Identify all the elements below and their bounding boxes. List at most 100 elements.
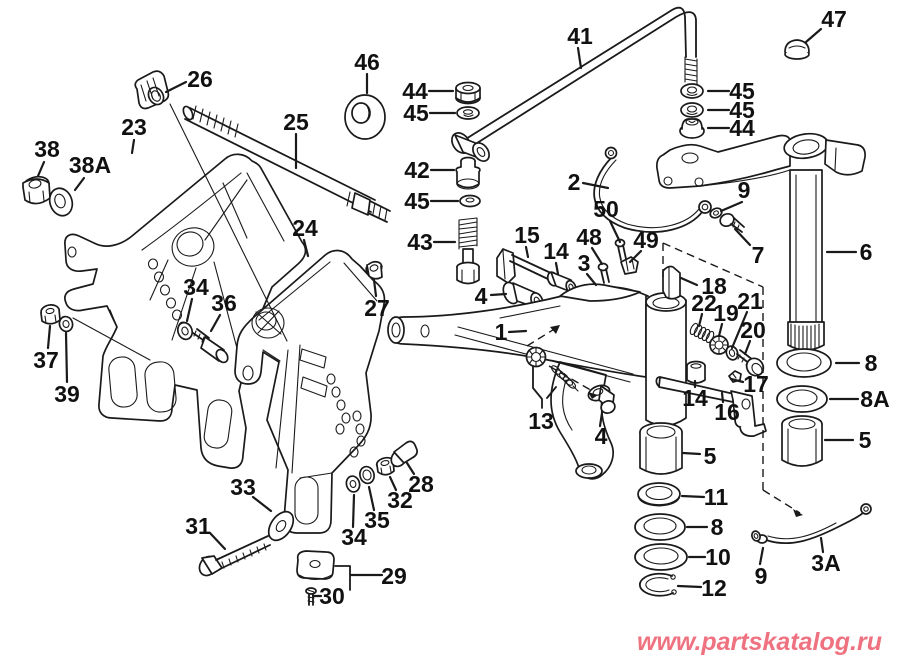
part-19-detent: [709, 335, 729, 355]
callout-36: 36: [211, 290, 237, 316]
leader-line-1: [507, 329, 528, 334]
leader-line-37: [46, 324, 52, 350]
leader-line-9: [719, 200, 744, 213]
callout-47: 47: [821, 6, 847, 32]
callout-9: 9: [755, 563, 768, 589]
callout-44: 44: [729, 115, 755, 141]
callout-38: 38: [34, 136, 60, 162]
part-8-washer-center: [634, 513, 686, 541]
leader-line-34: [185, 297, 194, 323]
watermark: www.partskatalog.ru: [637, 628, 882, 656]
part-36-stud: [192, 328, 229, 364]
callout-4: 4: [475, 283, 488, 309]
leader-line-3: [585, 272, 598, 287]
callout-45: 45: [729, 97, 755, 123]
leader-line-50: [608, 219, 622, 244]
callout-8: 8: [865, 350, 878, 376]
part-28-cap: [390, 440, 418, 468]
leader-line-3A: [819, 536, 825, 554]
callout-12: 12: [701, 575, 727, 601]
leader-line-28: [405, 461, 416, 476]
leader-line-20: [743, 339, 752, 356]
part-44-nut: [455, 81, 481, 105]
callout-3: 3: [578, 250, 591, 276]
callout-48: 48: [576, 224, 602, 250]
part-23-clamp-bracket: [64, 153, 307, 469]
callout-46: 46: [354, 49, 380, 75]
part-44-locknut: [679, 118, 705, 139]
callout-34: 34: [341, 524, 367, 550]
leader-line-7: [733, 227, 752, 247]
leader-line-26: [164, 80, 188, 94]
part-43-spring-bolt: [456, 217, 480, 285]
callout-44: 44: [402, 78, 428, 104]
callout-4: 4: [595, 423, 608, 449]
part-9-washer-top: [709, 207, 723, 219]
callout-33: 33: [230, 474, 256, 500]
part-25-tilt-tube: [169, 103, 391, 342]
part-34-washer-left: [176, 321, 194, 341]
part-15-pin: [496, 248, 557, 284]
dashed-reference-lines: [526, 242, 803, 517]
part-45-washer-r1: [680, 83, 704, 99]
callout-37: 37: [33, 347, 59, 373]
callout-32: 32: [387, 487, 413, 513]
callout-49: 49: [633, 227, 659, 253]
callout-27: 27: [364, 295, 390, 321]
callout-45: 45: [729, 78, 755, 104]
callout-39: 39: [54, 381, 80, 407]
callout-20: 20: [740, 317, 766, 343]
part-34-washer-bottom: [345, 475, 361, 493]
leader-line-22: [697, 312, 704, 328]
callout-8: 8: [711, 514, 724, 540]
callout-41: 41: [567, 23, 593, 49]
leader-line-39: [64, 331, 69, 384]
mount-line: [72, 317, 151, 361]
part-11-seal: [637, 482, 681, 507]
callout-24: 24: [292, 215, 318, 241]
callout-7: 7: [752, 242, 765, 268]
callout-11: 11: [704, 484, 729, 510]
part-45-washer-2: [459, 194, 481, 208]
callout-22: 22: [691, 290, 717, 316]
callout-15: 15: [514, 222, 540, 248]
callout-45: 45: [404, 188, 430, 214]
part-6-steering-arm-shaft: [656, 132, 866, 353]
leader-line-41: [576, 46, 583, 70]
callout-19: 19: [713, 300, 739, 326]
leader-line-17: [729, 377, 745, 384]
leader-line-19: [717, 322, 724, 338]
part-13-detent-kit: [525, 346, 579, 409]
leader-line-47: [804, 27, 823, 44]
leader-line-4: [598, 411, 604, 428]
part-10-washer: [634, 543, 688, 571]
callout-31: 31: [185, 513, 211, 539]
part-5-sleeve-right: [781, 415, 823, 467]
callout-42: 42: [404, 157, 430, 183]
part-37-nut: [40, 304, 61, 325]
part-21-washer: [725, 345, 739, 361]
part-5-sleeve-center: [639, 422, 683, 475]
leader-line-5: [681, 451, 702, 456]
callout-1: 1: [495, 319, 508, 345]
part-3A-wire: [751, 503, 872, 544]
callout-23: 23: [121, 114, 147, 140]
part-29-mount-plate: [296, 550, 351, 591]
callout-16: 16: [714, 399, 740, 425]
part-32-nut: [375, 456, 395, 476]
callout-29: 29: [381, 563, 407, 589]
leader-line-36: [209, 313, 222, 333]
leader-line-11: [680, 494, 706, 499]
part-8-washer-right: [776, 348, 832, 378]
callout-5: 5: [704, 443, 717, 469]
part-8A-washer: [776, 385, 828, 413]
callout-13: 13: [528, 408, 554, 434]
part-47-cap: [784, 39, 810, 60]
leader-line-16: [720, 391, 725, 404]
part-14-bushing-bottom: [686, 360, 706, 384]
part-33-washer: [267, 510, 295, 542]
part-7-screw: [719, 212, 745, 233]
leader-line-38A: [73, 176, 86, 192]
callout-34: 34: [183, 274, 209, 300]
